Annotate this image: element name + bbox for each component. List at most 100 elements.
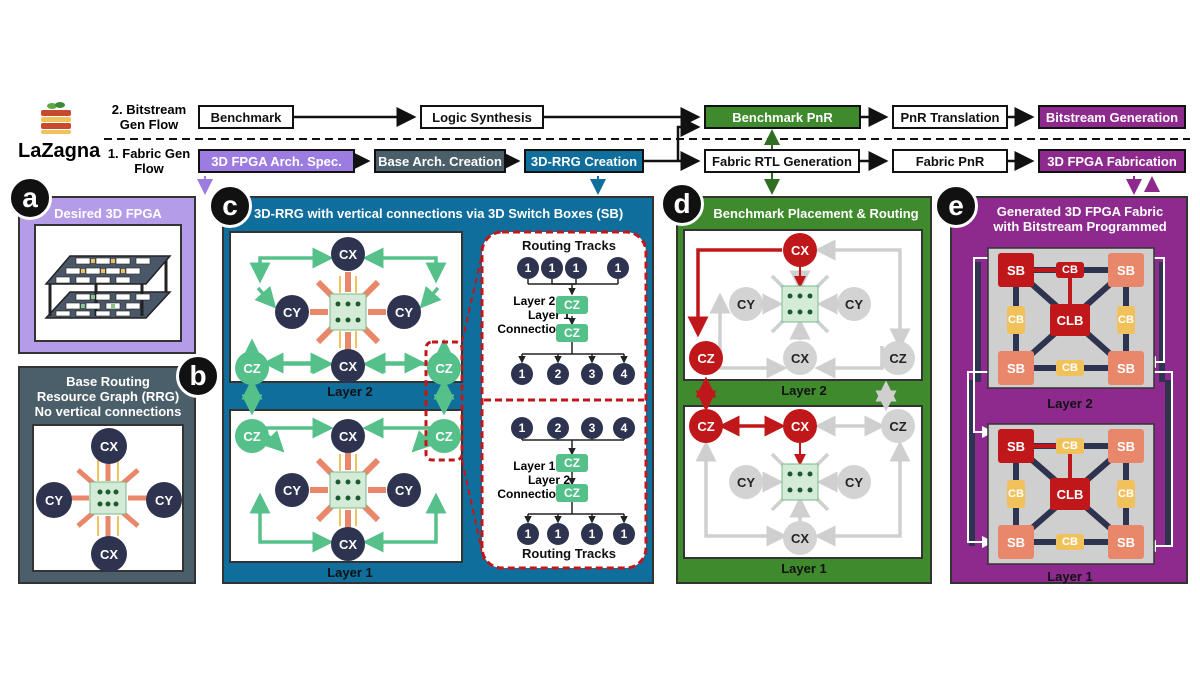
bitstream-flow-label-line2: Gen Flow (119, 117, 179, 132)
e-l2-sb-br-label: SB (1116, 360, 1136, 376)
panel-e-badge: e (934, 184, 978, 228)
c-l1-to-l2-line2: Layer 2 (527, 473, 570, 487)
c-track-top-1-label: 1 (524, 261, 532, 275)
c-track-top-4: 1 (607, 257, 629, 279)
d-l2-cx-bottom-label: CX (790, 350, 810, 366)
e-l1-sb-tr: SB (1108, 429, 1144, 463)
c-l2-cz-left: CZ (235, 351, 269, 385)
c-track-top-3: 1 (565, 257, 587, 279)
e-l1-clb: CLB (1050, 478, 1090, 510)
d-l2-cz-left: CZ (689, 341, 723, 375)
panel-e-title: Generated 3D FPGA Fabric with Bitstream … (972, 204, 1188, 234)
c-l1-to-l2-line3: Connections (497, 487, 570, 501)
c-track-low-1: 1 (511, 417, 533, 439)
panel-d-title: Benchmark Placement & Routing (713, 206, 919, 221)
b-node-cy-left: CY (36, 482, 72, 518)
c-track-mid-2-label: 2 (554, 367, 562, 381)
e-l2-sb-tl-label: SB (1006, 262, 1026, 278)
d-l1-cy-right: CY (837, 465, 871, 499)
c-track-top-3-label: 1 (572, 261, 580, 275)
panel-c-title: 3D-RRG with vertical connections via 3D … (254, 206, 624, 221)
benchmark-box: Benchmark (198, 105, 294, 129)
e-l1-sb-bl: SB (998, 525, 1034, 559)
c-track-mid-2: 2 (547, 363, 569, 385)
c-track-low-2-label: 2 (554, 421, 562, 435)
d-l2-cy-right-label: CY (844, 296, 864, 312)
panel-a-badge: a (8, 176, 52, 220)
c-l1-cx-bottom: CX (331, 527, 365, 561)
e-l1-sb-br: SB (1108, 525, 1144, 559)
c-l1-cy-right-label: CY (394, 482, 414, 498)
fpga-3d-stack-icon (44, 255, 172, 319)
panel-a-inner (34, 224, 182, 342)
fabrication-box: 3D FPGA Fabrication (1038, 149, 1186, 173)
c-zoom-cz-1-label: CZ (564, 298, 580, 312)
e-l2-cb-bottom: CB (1056, 360, 1084, 376)
c-l2-cy-left: CY (275, 295, 309, 329)
c-zoom-cz-4-label: CZ (564, 486, 580, 500)
e-l1-sb-br-label: SB (1116, 534, 1136, 550)
e-l1-clb-label: CLB (1056, 486, 1084, 502)
panel-e-title-line2: with Bitstream Programmed (993, 219, 1167, 234)
e-l1-sb-tr-label: SB (1116, 438, 1136, 454)
c-layer2-label: Layer 2 (327, 384, 373, 399)
c-l1-cz-left: CZ (235, 419, 269, 453)
e-l2-sb-tr: SB (1108, 253, 1144, 287)
b-node-cx-bottom-label: CX (99, 546, 119, 562)
d-l2-cz-right-label: CZ (889, 350, 907, 366)
e-l1-cb-top-label: CB (1062, 440, 1078, 452)
c-track-mid-3-label: 3 (588, 367, 596, 381)
e-l1-cb-top: CB (1056, 438, 1084, 454)
e-l2-sb-tl: SB (998, 253, 1034, 287)
d-l1-cx-top-label: CX (790, 418, 810, 434)
c-track-top-1: 1 (517, 257, 539, 279)
e-l2-sb-bl-label: SB (1006, 360, 1026, 376)
c-l1-cx-bottom-label: CX (338, 536, 358, 552)
d-layer2-label: Layer 2 (781, 383, 827, 398)
panel-b-title-line1: Base Routing (66, 374, 150, 389)
c-zoom-cz-3: CZ (556, 454, 588, 472)
panel-b-title-line2: Resource Graph (RRG) (36, 389, 180, 404)
e-layer2-label: Layer 2 (1047, 396, 1093, 411)
panel-c-badge: c (208, 184, 252, 228)
c-track-low-4: 4 (613, 417, 635, 439)
c-l1-cy-left: CY (275, 473, 309, 507)
c-track-bot-3-label: 1 (588, 527, 596, 541)
c-track-low-2: 2 (547, 417, 569, 439)
c-track-bot-4-label: 1 (620, 527, 628, 541)
panel-e-title-line1: Generated 3D FPGA Fabric (996, 204, 1164, 219)
b-node-cy-right-label: CY (154, 492, 174, 508)
lasagna-icon (41, 102, 71, 134)
c-l2-cx-bottom: CX (331, 349, 365, 383)
benchmark-pnr-box: Benchmark PnR (704, 105, 861, 129)
fabric-rtl-generation-box: Fabric RTL Generation (704, 149, 860, 173)
e-l2-cb-left: CB (1007, 306, 1025, 334)
c-routing-tracks-bottom: Routing Tracks (522, 546, 616, 561)
e-l2-clb: CLB (1050, 304, 1090, 336)
c-track-top-2-label: 1 (548, 261, 556, 275)
c-track-bot-1-label: 1 (524, 527, 532, 541)
c-track-mid-4-label: 4 (620, 367, 628, 381)
d-l1-cy-right-label: CY (844, 474, 864, 490)
c-track-mid-3: 3 (581, 363, 603, 385)
pnr-translation-box: PnR Translation (892, 105, 1008, 129)
c-l2-cz-right-label: CZ (435, 360, 453, 376)
c-l2-cy-right: CY (387, 295, 421, 329)
b-node-cy-right: CY (146, 482, 182, 518)
panel-a: Desired 3D FPGA (18, 196, 196, 354)
d-l1-cy-left: CY (729, 465, 763, 499)
d-l1-cz-left: CZ (689, 409, 723, 443)
d-l2-cz-right: CZ (881, 341, 915, 375)
c-zoom-cz-4: CZ (556, 484, 588, 502)
c-zoom-cz-2: CZ (556, 324, 588, 342)
d-l2-cy-left-label: CY (736, 296, 756, 312)
lazagna-name: LaZagna (18, 140, 101, 162)
c-track-low-3: 3 (581, 417, 603, 439)
d-layer1-label: Layer 1 (781, 561, 827, 576)
panel-e-fabric (967, 247, 1173, 565)
d-l1-cx-bottom-label: CX (790, 530, 810, 546)
e-l1-cb-bottom: CB (1056, 534, 1084, 550)
base-arch-creation-box: Base Arch. Creation (374, 149, 506, 173)
c-track-bot-2-label: 1 (554, 527, 562, 541)
e-l1-sb-bl-label: SB (1006, 534, 1026, 550)
